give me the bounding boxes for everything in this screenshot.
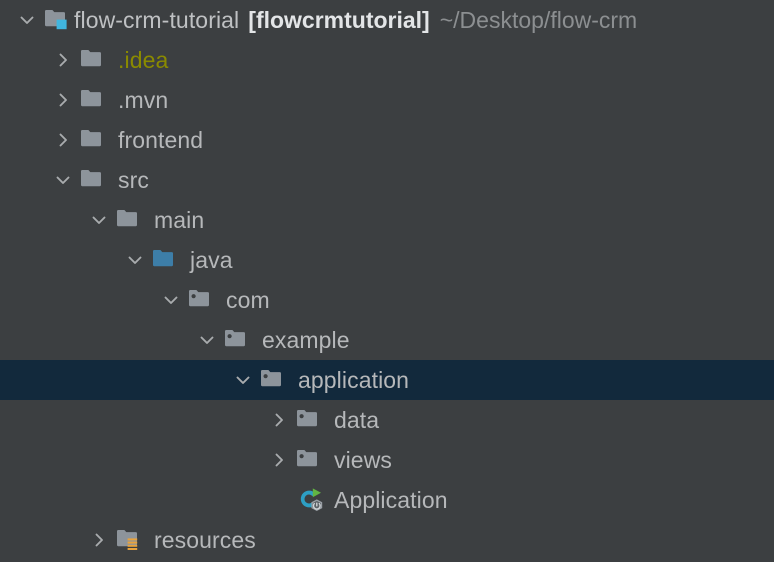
tree-row-data[interactable]: data: [0, 400, 774, 440]
folder-icon: [80, 120, 110, 160]
tree-row-application[interactable]: Application: [0, 480, 774, 520]
tree-row-idea[interactable]: .idea: [0, 40, 774, 80]
chevron-right-icon[interactable]: [262, 440, 296, 480]
runnable-class-icon: [296, 480, 326, 520]
folder-icon: [116, 200, 146, 240]
package-icon: [188, 280, 218, 320]
module-name-badge: [flowcrmtutorial]: [248, 7, 430, 33]
chevron-right-icon[interactable]: [46, 40, 80, 80]
chevron-right-icon[interactable]: [262, 400, 296, 440]
tree-row-label: data: [334, 407, 380, 433]
tree-row-label: example: [262, 327, 350, 353]
folder-icon: [80, 40, 110, 80]
root-row-text: flow-crm-tutorial [flowcrmtutorial] ~/Desk…: [74, 0, 637, 40]
chevron-down-icon[interactable]: [10, 0, 44, 40]
tree-row-label: Application: [334, 487, 448, 513]
chevron-spacer: [262, 480, 296, 520]
chevron-down-icon[interactable]: [82, 200, 116, 240]
package-icon: [296, 400, 326, 440]
package-icon: [296, 440, 326, 480]
tree-row-frontend[interactable]: frontend: [0, 120, 774, 160]
tree-row-label: frontend: [118, 127, 204, 153]
tree-row-label: resources: [154, 527, 256, 553]
tree-row-java[interactable]: java: [0, 240, 774, 280]
tree-row-resources[interactable]: resources: [0, 520, 774, 560]
chevron-down-icon[interactable]: [46, 160, 80, 200]
tree-row-label: java: [190, 247, 233, 273]
module-folder-icon: [44, 0, 74, 40]
tree-row-example[interactable]: example: [0, 320, 774, 360]
chevron-down-icon[interactable]: [118, 240, 152, 280]
tree-row-main[interactable]: main: [0, 200, 774, 240]
chevron-right-icon[interactable]: [46, 120, 80, 160]
tree-row-mvn[interactable]: .mvn: [0, 80, 774, 120]
package-icon: [224, 320, 254, 360]
folder-icon: [80, 160, 110, 200]
tree-row-label: main: [154, 207, 205, 233]
chevron-down-icon[interactable]: [226, 360, 260, 400]
tree-row-application[interactable]: application: [0, 360, 774, 400]
chevron-down-icon[interactable]: [154, 280, 188, 320]
chevron-right-icon[interactable]: [82, 520, 116, 560]
folder-icon: [80, 80, 110, 120]
tree-row-label: .mvn: [118, 87, 169, 113]
tree-row-views[interactable]: views: [0, 440, 774, 480]
chevron-right-icon[interactable]: [46, 80, 80, 120]
tree-row-label: com: [226, 287, 270, 313]
tree-row-label: application: [298, 367, 410, 393]
chevron-down-icon[interactable]: [190, 320, 224, 360]
project-path-label: ~/Desktop/flow-crm: [439, 7, 638, 33]
tree-row-label: .idea: [118, 47, 169, 73]
source-root-folder-icon: [152, 240, 182, 280]
resources-folder-icon: [116, 520, 146, 560]
tree-row-label: flow-crm-tutorial: [74, 7, 240, 33]
tree-row-label: views: [334, 447, 393, 473]
package-icon: [260, 360, 290, 400]
tree-row-src[interactable]: src: [0, 160, 774, 200]
tree-row-label: src: [118, 167, 149, 193]
tree-row-flow-crm-tutorial[interactable]: flow-crm-tutorial [flowcrmtutorial] ~/Desk…: [0, 0, 774, 40]
tree-row-com[interactable]: com: [0, 280, 774, 320]
